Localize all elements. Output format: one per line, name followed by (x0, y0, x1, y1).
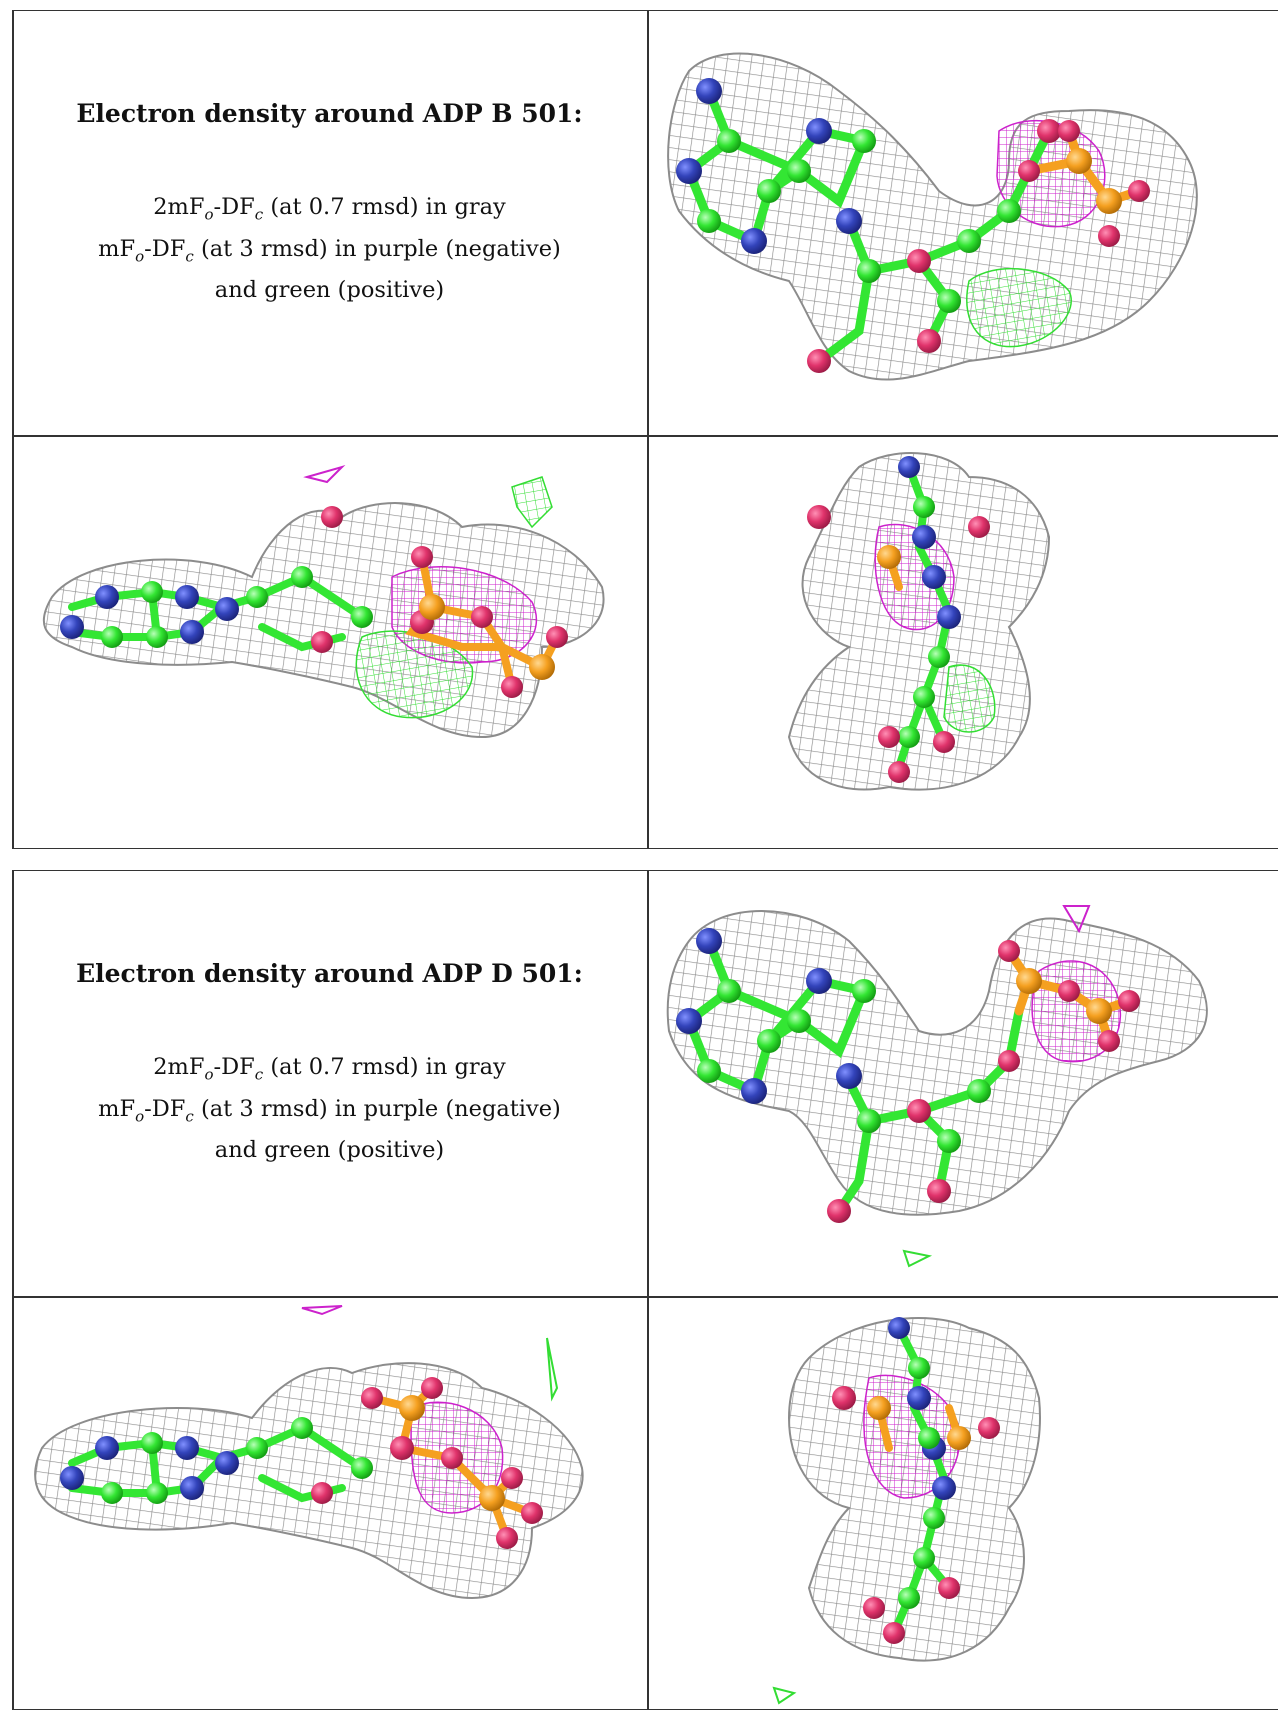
legend-line-fofc: mFo-DFc (at 3 rmsd) in purple (negative) (98, 1095, 561, 1126)
legend-line-2fofc: 2mFo-DFc (at 0.7 rmsd) in gray (153, 1054, 506, 1084)
density-image-front-b (649, 11, 1278, 435)
density-image-front-d (649, 871, 1278, 1296)
density-image-top-b (649, 437, 1278, 848)
positive-density-fragment (511, 476, 553, 529)
legend-line-positive: and green (positive) (214, 277, 445, 303)
ligand-atoms (832, 1317, 1000, 1644)
panel-heading: Electron density around ADP B 501: (76, 99, 583, 128)
legend-text: 2mFo-DFc (at 0.7 rmsd) in gray mFo-DFc (… (98, 1050, 561, 1167)
legend-line-2fofc: 2mFo-DFc (at 0.7 rmsd) in gray (153, 194, 506, 224)
positive-density-fragment (546, 1337, 559, 1402)
positive-density-blob (966, 268, 1072, 348)
negative-density-fragment (1062, 905, 1091, 934)
ligand-atoms (807, 456, 990, 783)
caption-cell-d: Electron density around ADP D 501: 2mFo-… (12, 871, 647, 1296)
positive-density-fragment (902, 1249, 933, 1268)
figure-table-b: Electron density around ADP B 501: 2mFo-… (12, 10, 1278, 849)
positive-density-fragment (772, 1686, 797, 1705)
ligand-atoms (60, 1377, 543, 1549)
negative-density-fragment (303, 464, 346, 484)
density-mesh (666, 910, 1208, 1216)
positive-density-blob (943, 664, 996, 733)
figure-table-d: Electron density around ADP D 501: 2mFo-… (12, 870, 1278, 1710)
caption-cell-b: Electron density around ADP B 501: 2mFo-… (12, 11, 647, 435)
ligand-atoms (60, 506, 568, 698)
legend-text: 2mFo-DFc (at 0.7 rmsd) in gray mFo-DFc (… (98, 190, 561, 307)
ligand-atoms (676, 928, 1140, 1223)
density-mesh (34, 1362, 584, 1600)
panel-heading: Electron density around ADP D 501: (76, 959, 583, 988)
legend-line-fofc: mFo-DFc (at 3 rmsd) in purple (negative) (98, 235, 561, 266)
ligand-atoms (676, 78, 1150, 373)
negative-density-fragment (301, 1305, 343, 1316)
density-image-top-d (649, 1298, 1278, 1709)
density-image-side-b (12, 437, 647, 848)
legend-line-positive: and green (positive) (214, 1137, 445, 1163)
density-image-side-d (12, 1298, 647, 1709)
